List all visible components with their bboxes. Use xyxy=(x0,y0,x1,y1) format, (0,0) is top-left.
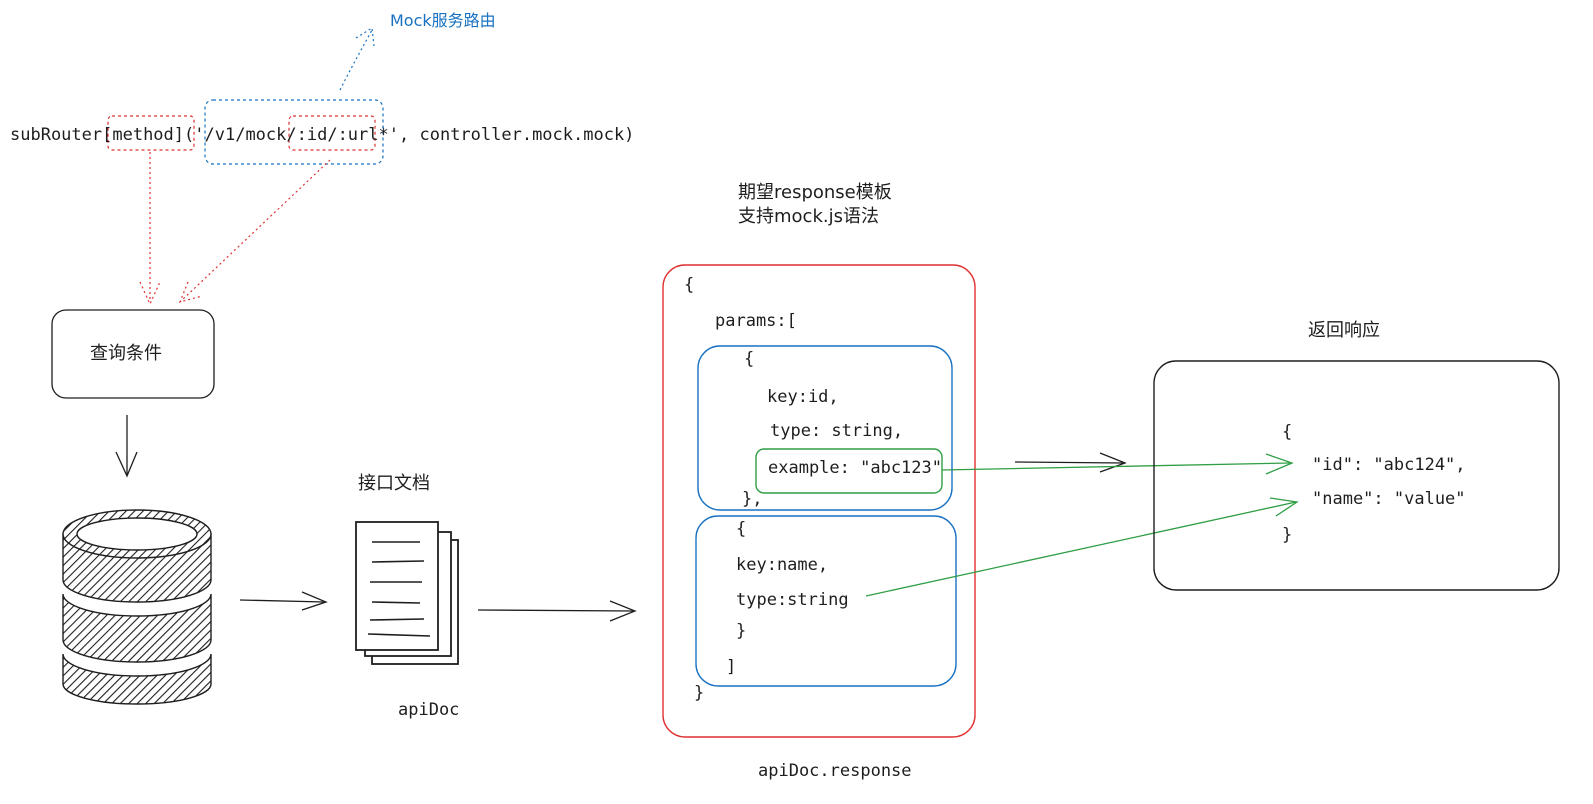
template-to-response-arrow xyxy=(1014,461,1125,464)
path-highlight-box xyxy=(204,99,384,165)
item1-close-brace: }, xyxy=(742,489,763,509)
route-prefix: subRouter xyxy=(10,125,103,145)
query-box-label: 查询条件 xyxy=(90,343,162,364)
mock-route-arrow xyxy=(339,29,373,91)
item1-key: key:id, xyxy=(767,387,839,407)
route-path-params: :id/:url*' xyxy=(296,125,399,145)
template-item2-box xyxy=(695,515,957,687)
response-name-line: "name": "value" xyxy=(1312,489,1466,509)
doc-to-template-arrow xyxy=(477,609,635,612)
response-open-brace: { xyxy=(1282,422,1293,442)
template-box xyxy=(662,264,976,738)
item2-key: key:name, xyxy=(736,555,829,575)
params-to-query-arrow xyxy=(179,159,331,303)
item1-example: example: "abc123" xyxy=(768,458,942,478)
item1-type: type: string, xyxy=(770,421,904,441)
item1-open-brace: { xyxy=(744,349,755,369)
mock-route-label: Mock服务路由 xyxy=(390,11,496,30)
route-handler: controller.mock.mock) xyxy=(419,125,635,145)
db-to-doc-arrow xyxy=(239,599,326,603)
api-doc-caption: apiDoc xyxy=(398,700,460,720)
database-icon xyxy=(62,509,212,705)
method-highlight-box xyxy=(107,115,195,151)
template-title-line1: 期望response模板 xyxy=(738,182,892,203)
template-close-brace: } xyxy=(694,683,705,703)
document-icon xyxy=(355,521,459,665)
item2-type: type:string xyxy=(736,590,849,610)
route-separator: , xyxy=(398,125,410,145)
params-close-bracket: ] xyxy=(726,657,737,677)
route-paren: ( xyxy=(184,125,195,145)
params-highlight-box xyxy=(288,115,376,151)
response-id-line: "id": "abc124", xyxy=(1312,455,1466,475)
template-title-line2: 支持mock.js语法 xyxy=(738,206,879,227)
query-condition-box xyxy=(51,309,215,399)
example-to-id-arrow xyxy=(941,462,1291,471)
item2-close-brace: } xyxy=(736,621,747,641)
name-to-name-arrow xyxy=(865,501,1297,597)
response-close-brace: } xyxy=(1282,525,1293,545)
route-path: '/v1/mock/ xyxy=(194,125,297,145)
template-open-brace: { xyxy=(684,275,695,295)
item2-open-brace: { xyxy=(736,519,747,539)
route-definition: subRouter[method]('/v1/mock/:id/:url*', … xyxy=(10,124,634,146)
route-method: [method] xyxy=(102,125,185,145)
template-params-line: params:[ xyxy=(715,311,797,331)
template-caption: apiDoc.response xyxy=(758,761,912,781)
api-doc-title: 接口文档 xyxy=(358,473,430,494)
example-highlight-box xyxy=(755,448,943,494)
template-item1-box xyxy=(697,345,953,511)
response-box xyxy=(1153,360,1560,591)
response-title: 返回响应 xyxy=(1308,320,1380,341)
